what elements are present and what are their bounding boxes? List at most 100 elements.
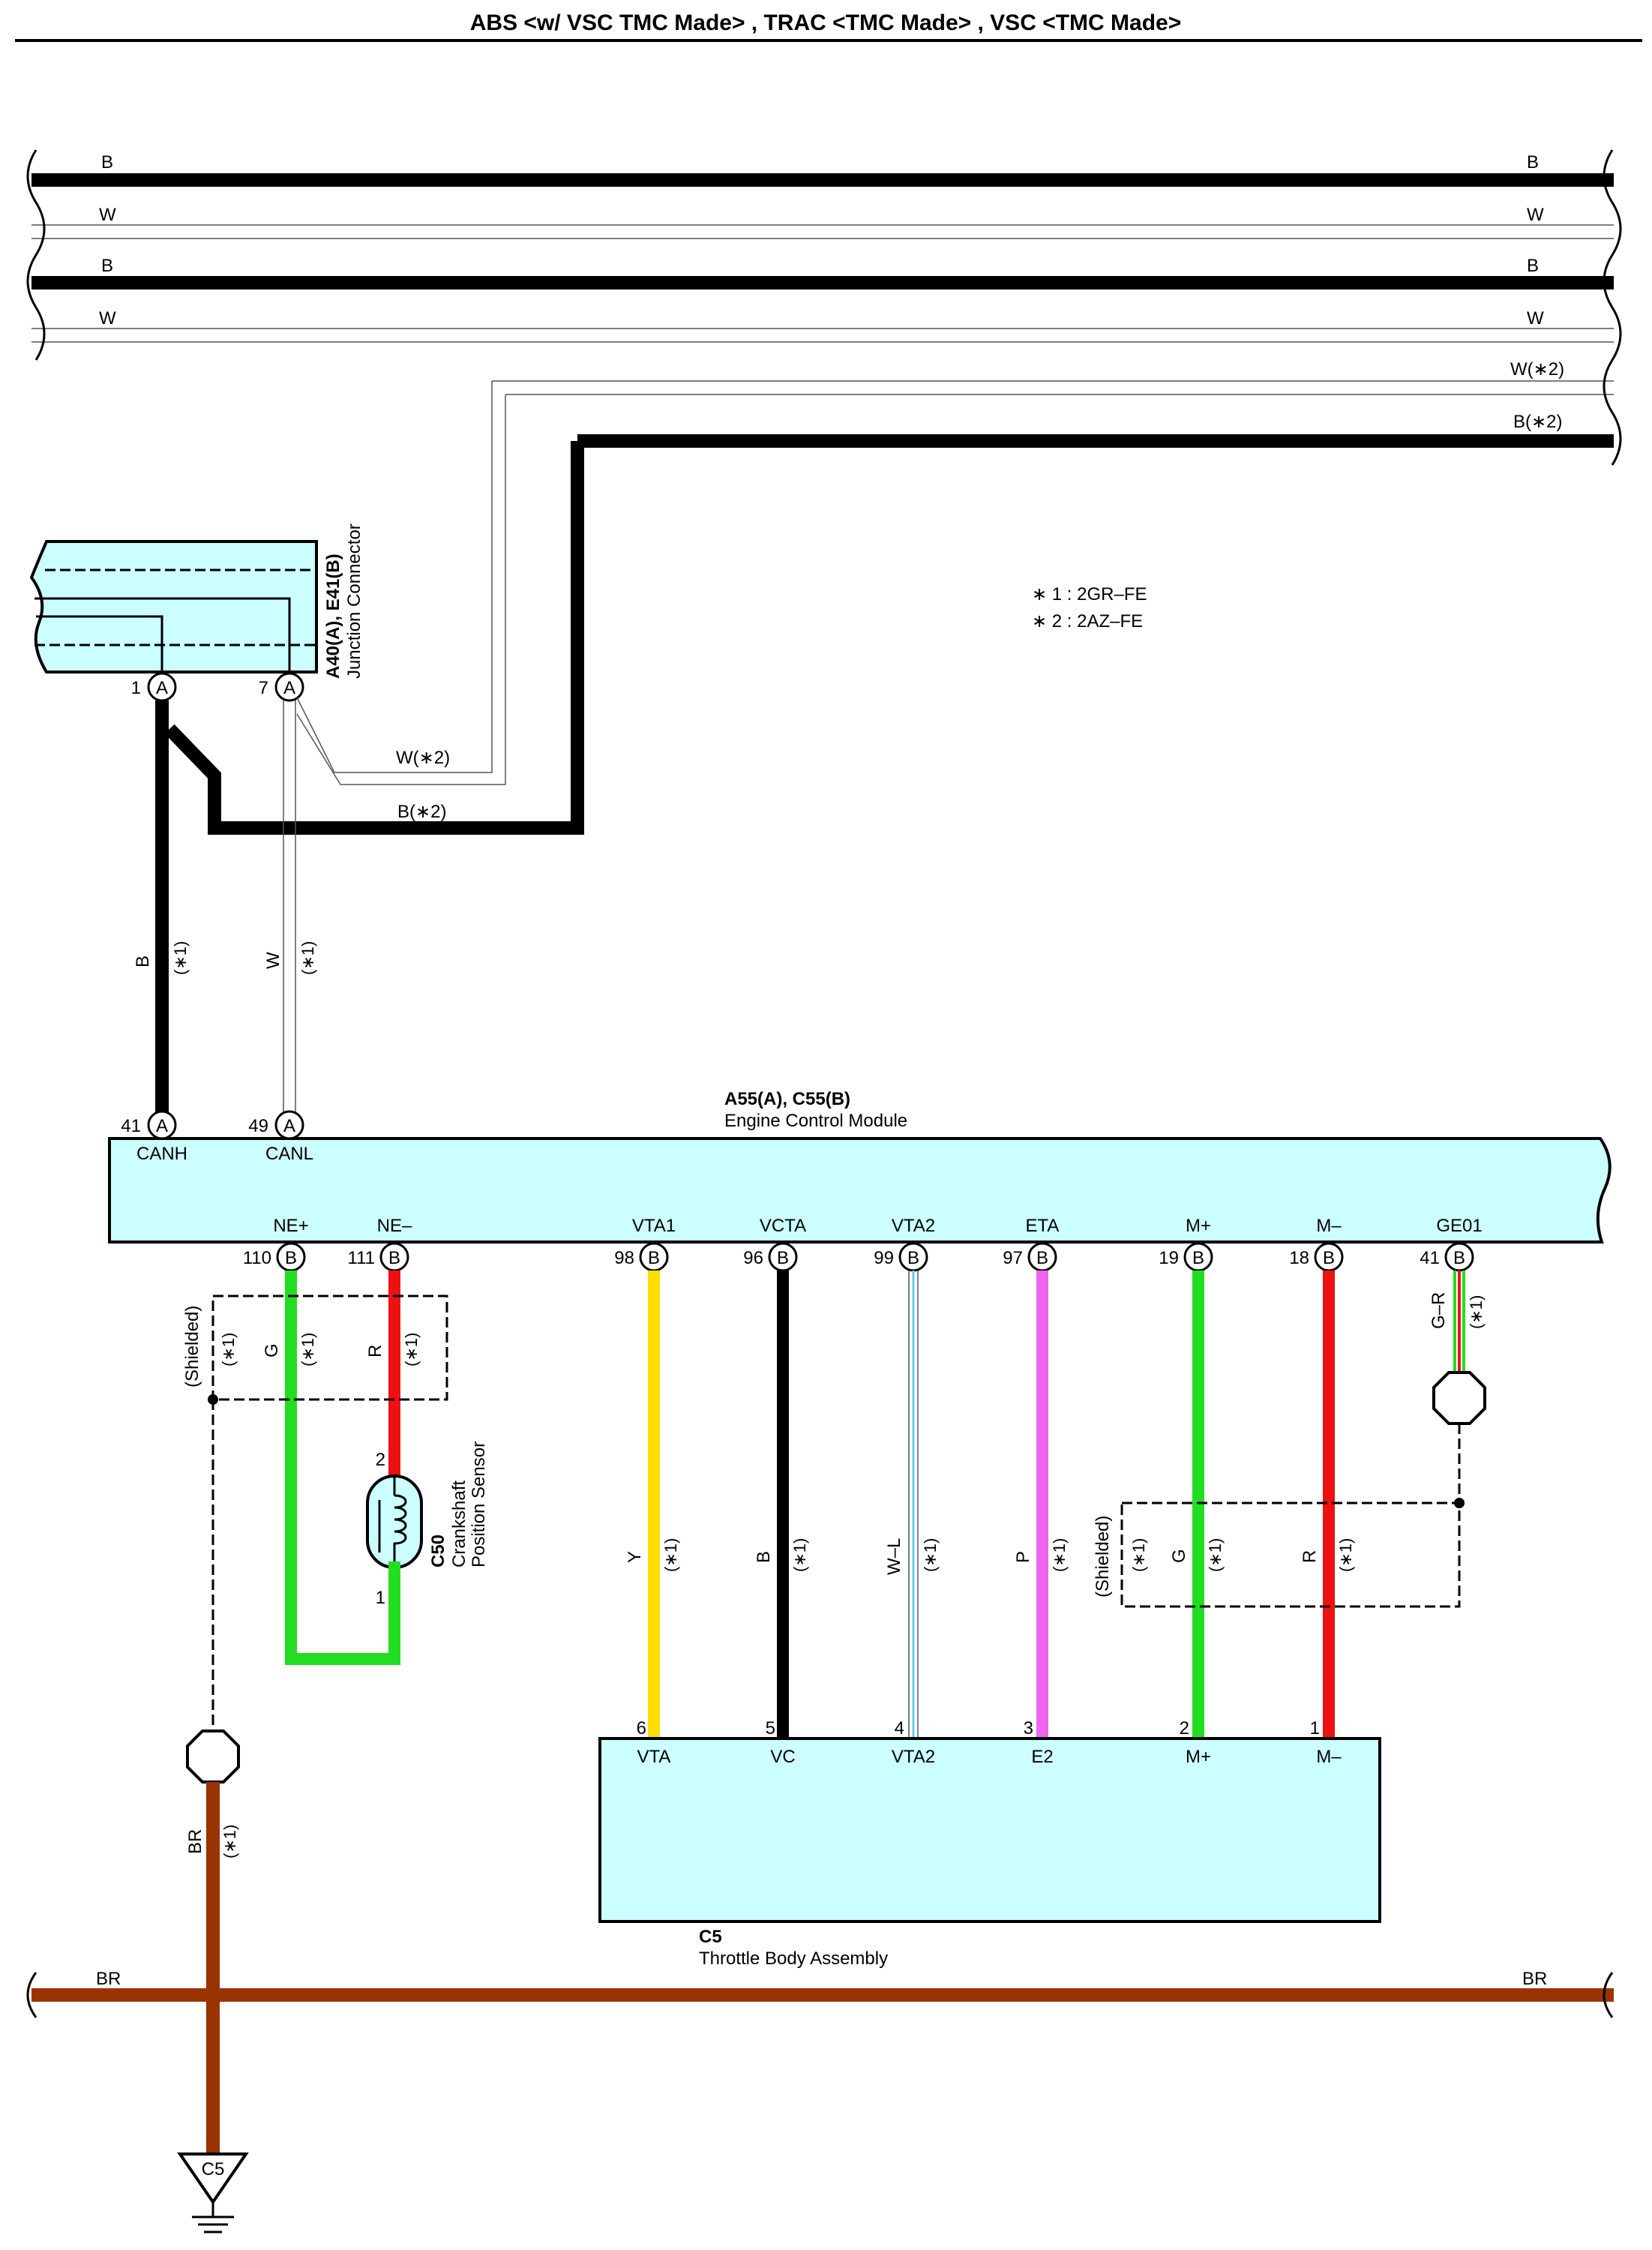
ecm-body — [108, 1137, 1612, 1244]
crank-shield-note: (∗1) — [219, 1333, 238, 1366]
branch-label-w2: W(∗2) — [396, 748, 450, 768]
ne-plus-wire-color: G — [262, 1343, 282, 1358]
m-plus-wire-note: (∗1) — [1206, 1538, 1225, 1572]
vcta-wire-note: (∗1) — [790, 1538, 809, 1572]
junction-code: A40(A), E41(B) — [323, 554, 343, 679]
ne-minus-wire-color: R — [365, 1345, 385, 1358]
throttle-body — [598, 1737, 1381, 1923]
pin-number: 99 — [874, 1248, 894, 1268]
ecm-code: A55(A), C55(B) — [724, 1089, 850, 1109]
canh-wire-color: B — [133, 956, 153, 968]
tb-pin-name-e2: E2 — [1031, 1747, 1053, 1767]
m-plus-wire-color: G — [1169, 1549, 1189, 1563]
canl-wire-note: (∗1) — [298, 941, 317, 975]
pin-number: 110 — [243, 1248, 271, 1268]
pin-number: 96 — [743, 1248, 763, 1268]
bus-label-right-2: W — [1527, 205, 1544, 225]
pin-name: ETA — [1026, 1216, 1060, 1236]
vcta-wire-color: B — [754, 1551, 774, 1563]
break-mark-left — [26, 149, 46, 361]
branch-w2-a — [296, 381, 493, 773]
tb-pin-num-vc: 5 — [766, 1718, 775, 1738]
pin-connector: B — [285, 1248, 297, 1268]
ge01-wire-color: G–R — [1429, 1292, 1449, 1329]
motor-shield-note: (∗1) — [1129, 1538, 1148, 1572]
ecm-pin-ge01: GE01 B 41 — [1420, 1216, 1483, 1272]
crank-sensor-code: C50 — [428, 1534, 448, 1568]
crank-sensor-name-2: Position Sensor — [469, 1442, 489, 1568]
canh-wire-note: (∗1) — [171, 941, 190, 975]
pin-connector: B — [1323, 1248, 1335, 1268]
branch-label-b2: B(∗2) — [397, 802, 446, 822]
bus-label-left-3: B — [101, 256, 113, 276]
ecm-pin-m-minus: M– B 18 — [1289, 1216, 1344, 1272]
can-wires: B (∗1) W (∗1) — [133, 700, 317, 1113]
vta1-wire-note: (∗1) — [661, 1538, 680, 1572]
pin-name: CANL — [265, 1144, 313, 1164]
pin-connector: B — [648, 1248, 660, 1268]
note-1: ∗ 1 : 2GR–FE — [1032, 584, 1147, 604]
tb-pin-name-m-plus: M+ — [1186, 1747, 1211, 1767]
crank-sensor-name-1: Crankshaft — [449, 1480, 469, 1568]
pin-name: VTA1 — [632, 1216, 676, 1236]
bus-label-left-1: B — [101, 152, 113, 172]
br-bus-label-right: BR — [1522, 1969, 1547, 1989]
engine-control-module: A55(A), C55(B) Engine Control Module — [108, 1089, 1612, 1244]
canl-wire-color: W — [263, 952, 283, 969]
note-2: ∗ 2 : 2AZ–FE — [1032, 611, 1143, 632]
ne-plus-wire-note: (∗1) — [298, 1333, 317, 1366]
tb-pin-num-vta: 6 — [637, 1718, 646, 1738]
br-break-left — [26, 1972, 37, 2018]
motor-shield: G–R (∗1) (Shielded) (∗1) — [1093, 1270, 1486, 1608]
ground-point-label: C5 — [202, 2159, 225, 2180]
eta-wire-color: P — [1013, 1551, 1033, 1563]
junction-branches: W(∗2) B(∗2) — [164, 381, 584, 835]
ecm-pin-ne-minus: NE– B 111 — [348, 1216, 412, 1272]
tb-pin-num-m-minus: 1 — [1310, 1718, 1320, 1738]
pin-name: M+ — [1186, 1216, 1211, 1236]
pin-number: 111 — [348, 1248, 375, 1268]
tb-pin-num-vta2: 4 — [895, 1718, 904, 1738]
diagram-title: ABS <w/ VSC TMC Made> , TRAC <TMC Made> … — [470, 10, 1182, 35]
pin-number: 18 — [1289, 1248, 1309, 1268]
bus-label-left-4: W — [99, 308, 116, 328]
pin-name: NE– — [377, 1216, 412, 1236]
pin-circle — [147, 1110, 177, 1140]
bus-label-right-4: W — [1527, 308, 1544, 328]
ecm-pin-canl: A 49 CANL — [248, 1110, 313, 1164]
bus-label-right-3: B — [1527, 256, 1539, 276]
ecm-pin-vta2: VTA2 B 99 — [874, 1216, 935, 1272]
pin-number: 98 — [614, 1248, 634, 1268]
pin-circle — [274, 1110, 304, 1140]
pin-connector: B — [1036, 1248, 1048, 1268]
ecm-pin-vcta: VCTA B 96 — [743, 1216, 806, 1272]
footnotes: ∗ 1 : 2GR–FE ∗ 2 : 2AZ–FE — [1032, 584, 1147, 632]
pin-circle — [274, 672, 304, 702]
ecm-pin-vta1: VTA1 B 98 — [614, 1216, 676, 1272]
pin-name: VTA2 — [892, 1216, 935, 1236]
ne-minus-wire-note: (∗1) — [402, 1333, 421, 1366]
ground-triangle-icon — [177, 2152, 249, 2205]
bus-wires: B B W W B B W W W(∗2) B(∗2) — [26, 149, 1622, 466]
br-drop-note: (∗1) — [220, 1825, 239, 1858]
tb-pin-num-m-plus: 2 — [1180, 1718, 1189, 1738]
junction-internal-4 — [34, 597, 291, 672]
crank-shield-box — [211, 1294, 448, 1401]
ne-plus-wire — [285, 1270, 400, 1665]
pin-connector: B — [1453, 1248, 1465, 1268]
pin-name: GE01 — [1436, 1216, 1482, 1236]
branch-b2 — [164, 441, 584, 835]
motor-shield-box — [1120, 1502, 1461, 1608]
junction-connector-body — [29, 540, 318, 674]
throttle-body-code: C5 — [699, 1927, 722, 1947]
pin-name: VCTA — [760, 1216, 806, 1236]
pin-number: 7 — [259, 678, 268, 698]
pin-number: 49 — [248, 1116, 268, 1136]
pin-connector: B — [907, 1248, 919, 1268]
motor-shield-label: (Shielded) — [1093, 1516, 1113, 1598]
junction-pin-1: A 1 — [131, 672, 177, 702]
bus-label-right-6: B(∗2) — [1513, 412, 1562, 432]
m-minus-wire-note: (∗1) — [1336, 1538, 1355, 1572]
br-break-right — [1603, 1972, 1614, 2018]
